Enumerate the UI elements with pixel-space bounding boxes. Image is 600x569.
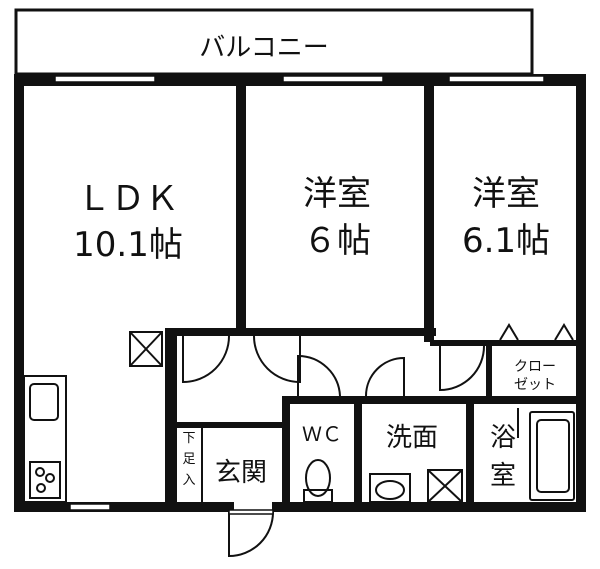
wc-label: ＷＣ (302, 422, 342, 446)
shoe-box-label-1: 下 (182, 431, 195, 446)
pipe-shaft-icon (129, 331, 163, 367)
entrance-door-leaf (228, 509, 274, 515)
closet-label-line1: クロー (514, 359, 556, 375)
shoe-box-label-3: 入 (182, 473, 195, 488)
ldk-name: ＬＤＫ (77, 179, 179, 219)
closet-door-marks (499, 323, 574, 341)
ldk-size: 10.1帖 (73, 225, 183, 265)
western-room-2-name: 洋室 (472, 174, 540, 214)
top-windows (54, 75, 545, 83)
bathtub-icon (529, 411, 575, 501)
toilet-icon (303, 459, 333, 503)
washroom-label: 洗面 (386, 423, 438, 453)
bottom-window (69, 503, 111, 511)
western-room-2-size: 6.1帖 (462, 221, 550, 261)
western-room-1-size: ６帖 (303, 221, 371, 261)
bath-label-line1: 浴 (490, 423, 516, 453)
entrance-label: 玄関 (215, 458, 267, 488)
doors (182, 335, 519, 558)
bath-label-line2: 室 (490, 461, 516, 491)
wash-basin-icon (369, 473, 411, 503)
interior-walls (165, 80, 582, 506)
western-room-1-name: 洋室 (303, 174, 371, 214)
shoe-box-label-2: 足 (182, 452, 195, 467)
balcony-label: バルコニー (199, 33, 328, 63)
kitchen-counter-icon (23, 375, 67, 503)
closet-label-line2: ゼット (514, 377, 556, 393)
washer-space-icon (427, 469, 463, 503)
